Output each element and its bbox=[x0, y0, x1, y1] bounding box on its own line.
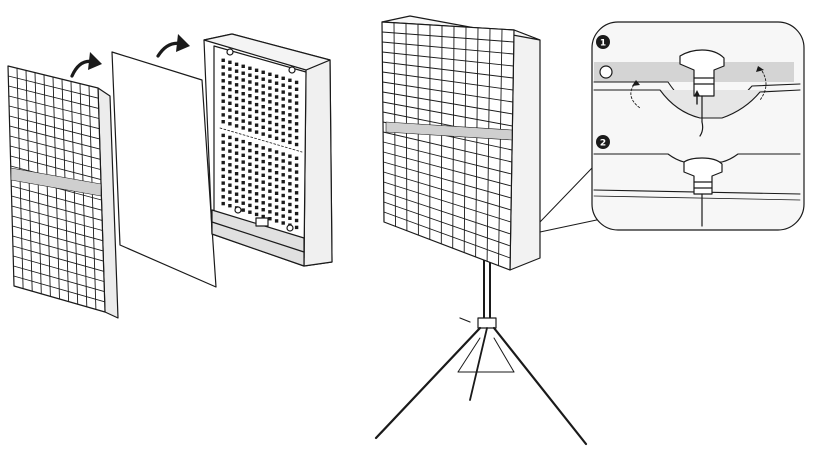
step-1-badge: 1 bbox=[596, 35, 610, 49]
step-2-label: 2 bbox=[600, 139, 606, 149]
step-2-badge: 2 bbox=[596, 135, 610, 149]
tripod-stand bbox=[374, 251, 588, 446]
step-1-label: 1 bbox=[600, 39, 606, 49]
curved-arrow-icon bbox=[70, 52, 102, 78]
step-1-detail bbox=[593, 49, 801, 137]
rotation-arrow-icon bbox=[630, 66, 767, 109]
filter-housing bbox=[203, 33, 333, 267]
step-2-detail bbox=[593, 153, 801, 227]
detail-callout: 1 bbox=[591, 21, 805, 231]
filter-sheet bbox=[111, 51, 217, 288]
assembled-unit bbox=[374, 15, 588, 446]
up-arrow-icon bbox=[694, 90, 700, 105]
front-grille bbox=[7, 65, 119, 319]
curved-arrow-icon bbox=[156, 34, 190, 58]
